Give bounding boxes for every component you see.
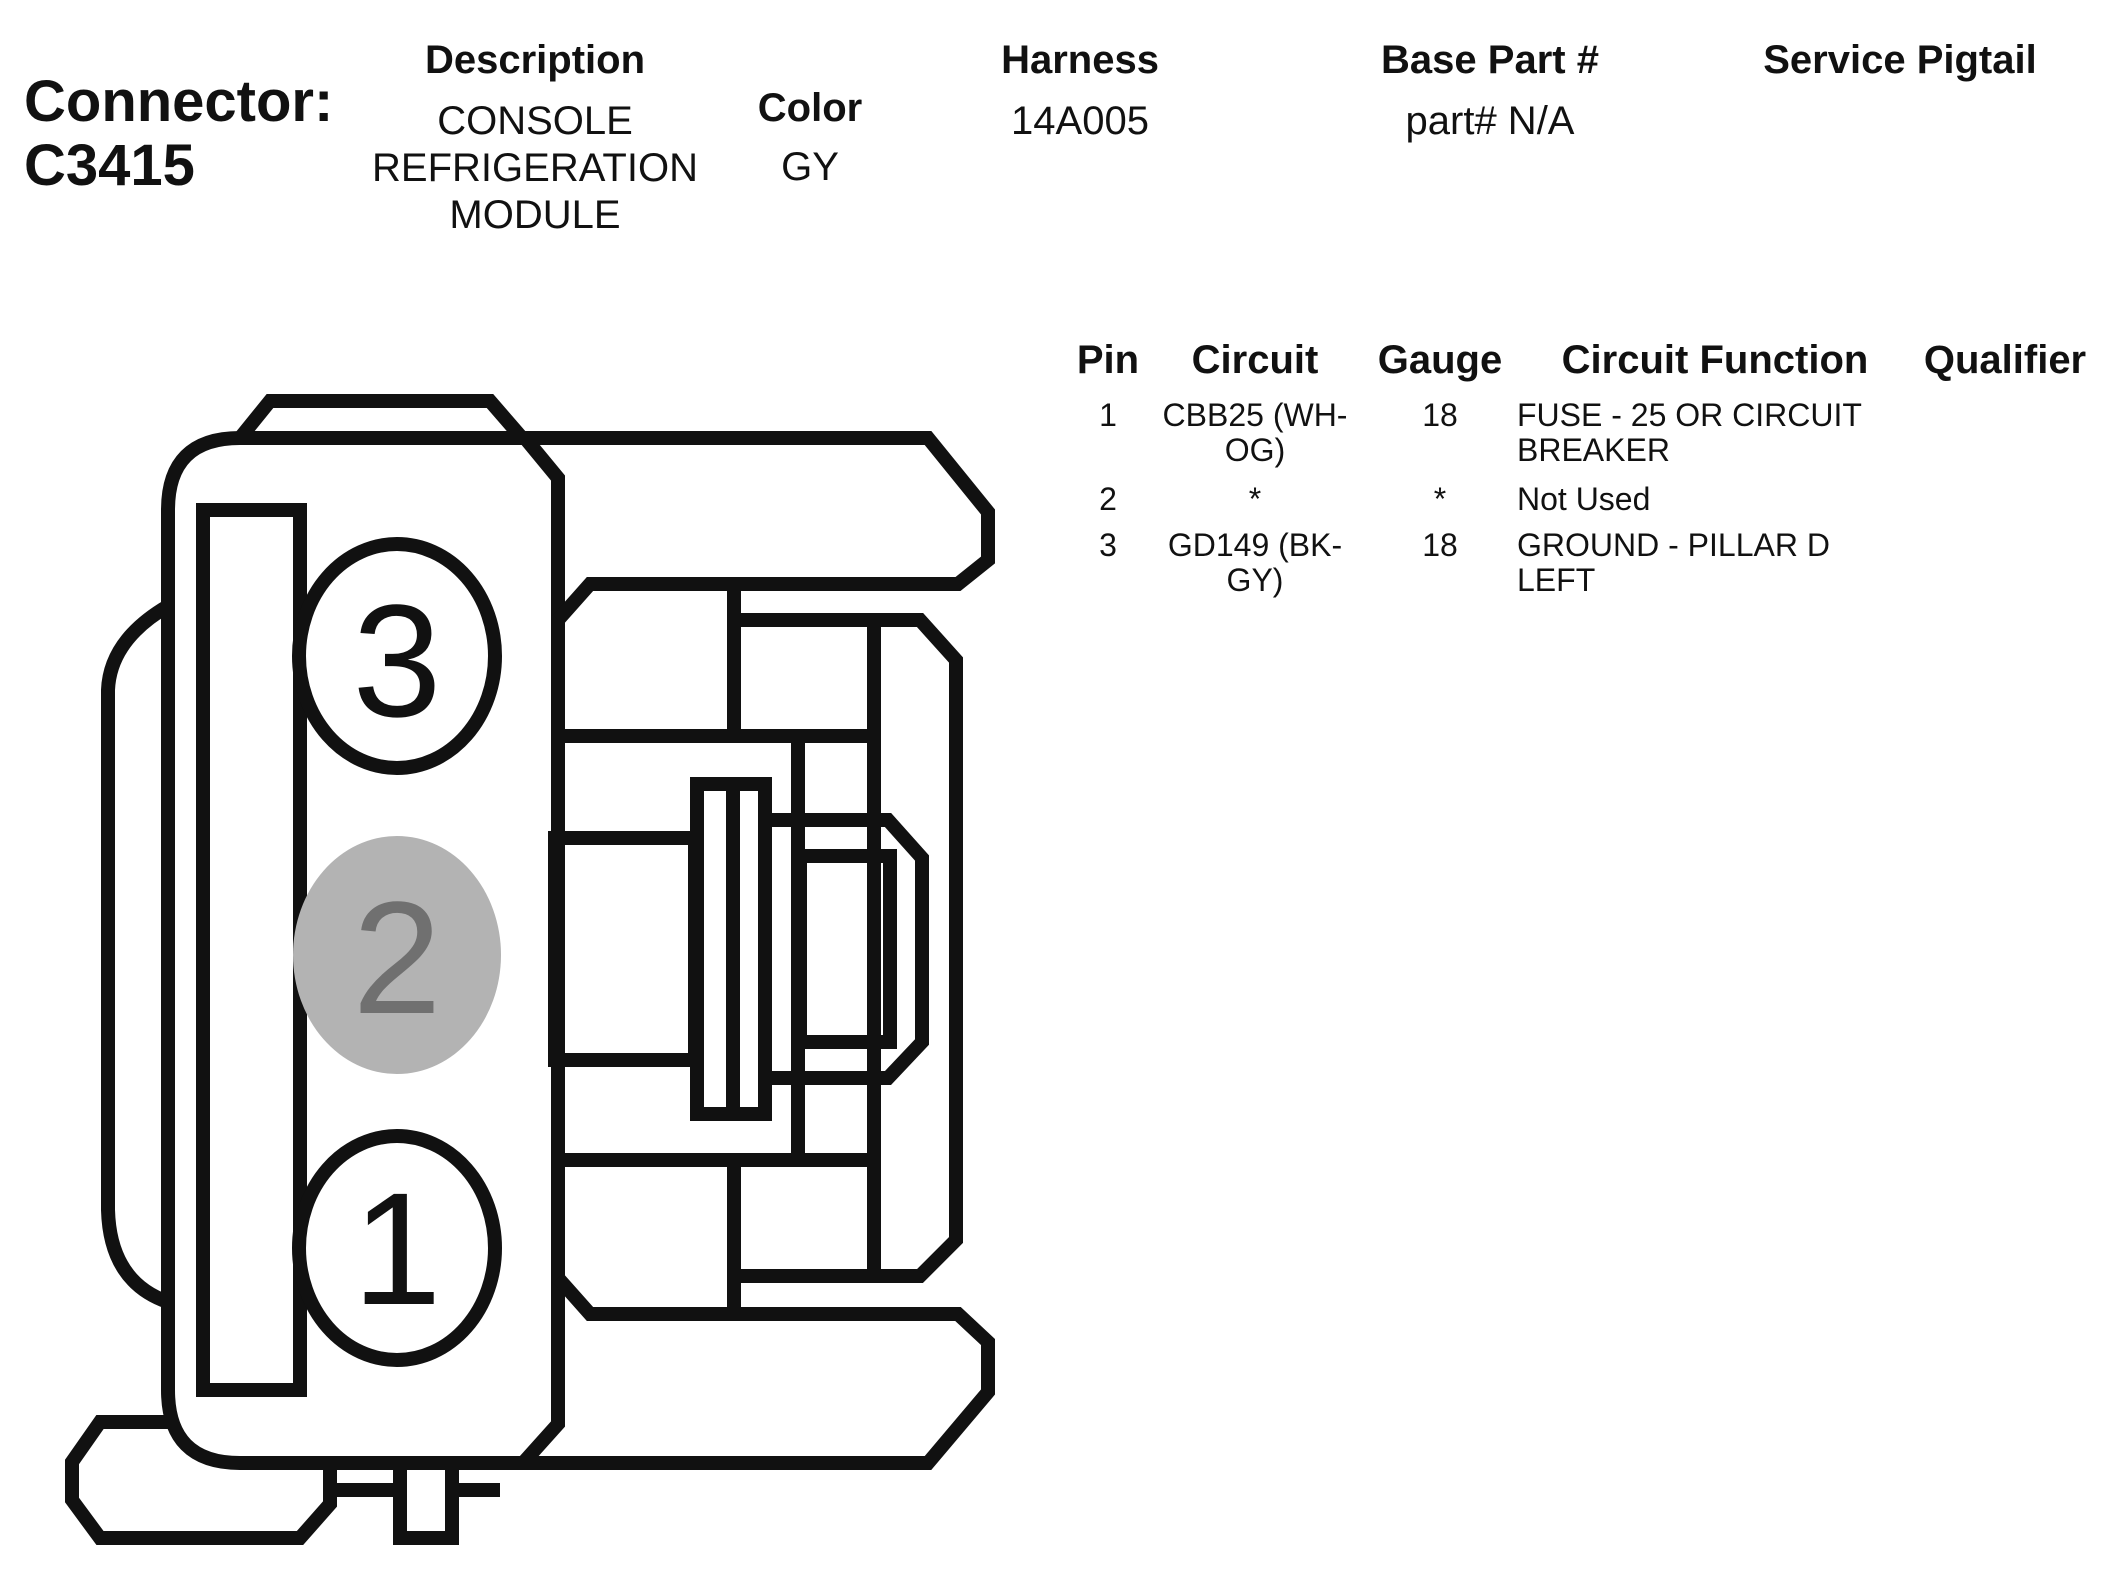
table-row-pin: 3 bbox=[1099, 527, 1117, 563]
pin-2-label: 2 bbox=[353, 868, 442, 1047]
pin-1-label: 1 bbox=[353, 1159, 442, 1338]
circuit-line: GY) bbox=[1226, 562, 1284, 598]
table-row-gauge: 18 bbox=[1422, 397, 1458, 433]
latch-block bbox=[548, 831, 702, 1067]
bottom-post bbox=[393, 1456, 459, 1545]
upper-inner-ledge bbox=[551, 620, 868, 743]
connector-id: C3415 bbox=[24, 133, 195, 198]
bottom-foot bbox=[65, 1415, 337, 1545]
description-line: MODULE bbox=[449, 193, 621, 237]
color-heading: Color bbox=[757, 86, 863, 130]
upper-arm bbox=[525, 431, 995, 625]
table-header-gauge: Gauge bbox=[1377, 338, 1503, 382]
circuit-line: * bbox=[1248, 481, 1262, 517]
table-row-function: Not Used bbox=[1517, 482, 1897, 517]
function-line: FUSE - 25 OR CIRCUIT bbox=[1517, 397, 1862, 433]
pin-3-label: 3 bbox=[353, 571, 442, 750]
table-row-function: FUSE - 25 OR CIRCUIT BREAKER bbox=[1517, 398, 1897, 468]
table-header-pin: Pin bbox=[1076, 338, 1140, 382]
color-value: GY bbox=[781, 145, 839, 189]
table-row-pin: 1 bbox=[1099, 397, 1117, 433]
table-header-circuit: Circuit bbox=[1191, 338, 1319, 382]
service-pigtail-heading: Service Pigtail bbox=[1763, 38, 2037, 82]
latch-nose-inner bbox=[793, 849, 897, 1049]
circuit-line: CBB25 (WH- bbox=[1162, 397, 1348, 433]
left-side-lobe bbox=[101, 599, 172, 1309]
latch-nose bbox=[765, 813, 929, 1085]
lower-arm bbox=[523, 1273, 995, 1470]
harness-heading: Harness bbox=[1001, 38, 1159, 82]
table-row-function: GROUND - PILLAR D LEFT bbox=[1517, 528, 1897, 598]
function-line: GROUND - PILLAR D LEFT bbox=[1517, 527, 1830, 598]
function-line: Not Used bbox=[1517, 481, 1651, 517]
pin-carrier-bar bbox=[196, 503, 307, 1397]
top-latch-tab bbox=[234, 394, 528, 443]
description-line: CONSOLE bbox=[437, 99, 633, 143]
table-row-gauge: * bbox=[1433, 481, 1447, 517]
table-row-circuit: GD149 (BK- GY) bbox=[1150, 528, 1360, 598]
description-value: CONSOLE REFRIGERATION MODULE bbox=[350, 98, 720, 239]
table-row-circuit: * bbox=[1150, 482, 1360, 517]
base-part-heading: Base Part # bbox=[1381, 38, 1599, 82]
pin-2-circle-unused bbox=[293, 836, 501, 1074]
table-header-qualifier: Qualifier bbox=[1923, 338, 2087, 382]
pin-3-circle bbox=[292, 537, 502, 775]
circuit-line: OG) bbox=[1224, 432, 1286, 468]
connector-label: Connector: bbox=[24, 69, 334, 134]
function-line: BREAKER bbox=[1517, 432, 1670, 468]
pin-1-circle bbox=[292, 1129, 502, 1367]
harness-value: 14A005 bbox=[1011, 99, 1149, 143]
right-inner-frame bbox=[734, 613, 963, 1283]
pins-layer: 3 2 1 bbox=[292, 537, 502, 1367]
description-line: REFRIGERATION bbox=[372, 146, 698, 190]
table-row-circuit: CBB25 (WH- OG) bbox=[1150, 398, 1360, 468]
table-row-gauge: 18 bbox=[1422, 527, 1458, 563]
housing-body bbox=[161, 431, 565, 1470]
table-header-function: Circuit Function bbox=[1561, 338, 1869, 382]
circuit-line: GD149 (BK- bbox=[1167, 527, 1343, 563]
table-row-pin: 2 bbox=[1099, 481, 1117, 517]
base-part-value: part# N/A bbox=[1405, 99, 1575, 143]
description-heading: Description bbox=[424, 38, 646, 82]
